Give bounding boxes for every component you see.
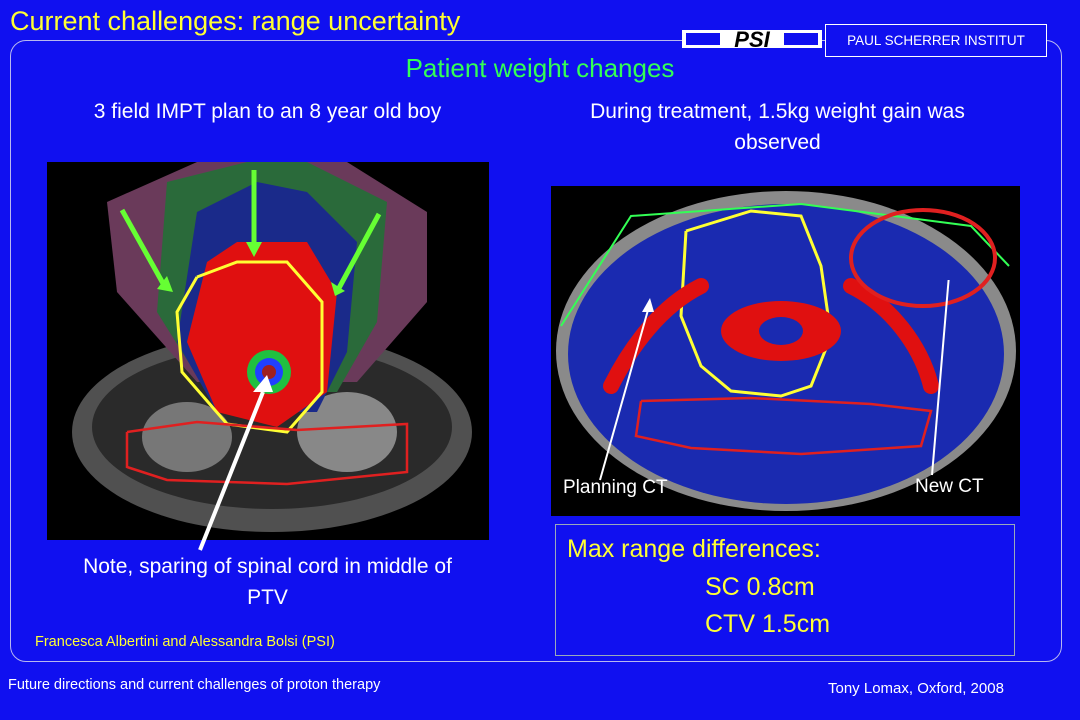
right-caption: During treatment, 1.5kg weight gain was … <box>590 100 965 154</box>
range-sc: SC 0.8cm <box>705 573 815 601</box>
institute-label: PAUL SCHERRER INSTITUT <box>825 24 1047 57</box>
left-caption: 3 field IMPT plan to an 8 year old boy <box>93 100 442 123</box>
slide-subtitle: Patient weight changes <box>405 53 675 83</box>
range-title: Max range differences: <box>567 535 821 563</box>
new-ct-label: New CT <box>915 476 984 497</box>
ct-arrows <box>599 280 950 481</box>
psi-logo: PSI <box>682 27 822 52</box>
footer-left: Future directions and current challenges… <box>8 677 381 693</box>
psi-logo-text: PSI <box>734 27 770 52</box>
slide-title: Current challenges: range uncertainty <box>10 6 461 36</box>
weight-gain-ct-image <box>551 186 1020 516</box>
footer-right: Tony Lomax, Oxford, 2008 <box>828 680 1004 697</box>
dose-plan-image <box>47 162 489 540</box>
note-arrow <box>198 375 273 551</box>
range-ctv: CTV 1.5cm <box>705 610 831 638</box>
planning-ct-label: Planning CT <box>563 477 668 498</box>
spinal-cord-note: Note, sparing of spinal cord in middle o… <box>83 555 452 609</box>
range-differences-box <box>555 524 1015 656</box>
image-credit: Francesca Albertini and Alessandra Bolsi… <box>35 634 335 650</box>
slide-frame <box>10 40 1062 662</box>
